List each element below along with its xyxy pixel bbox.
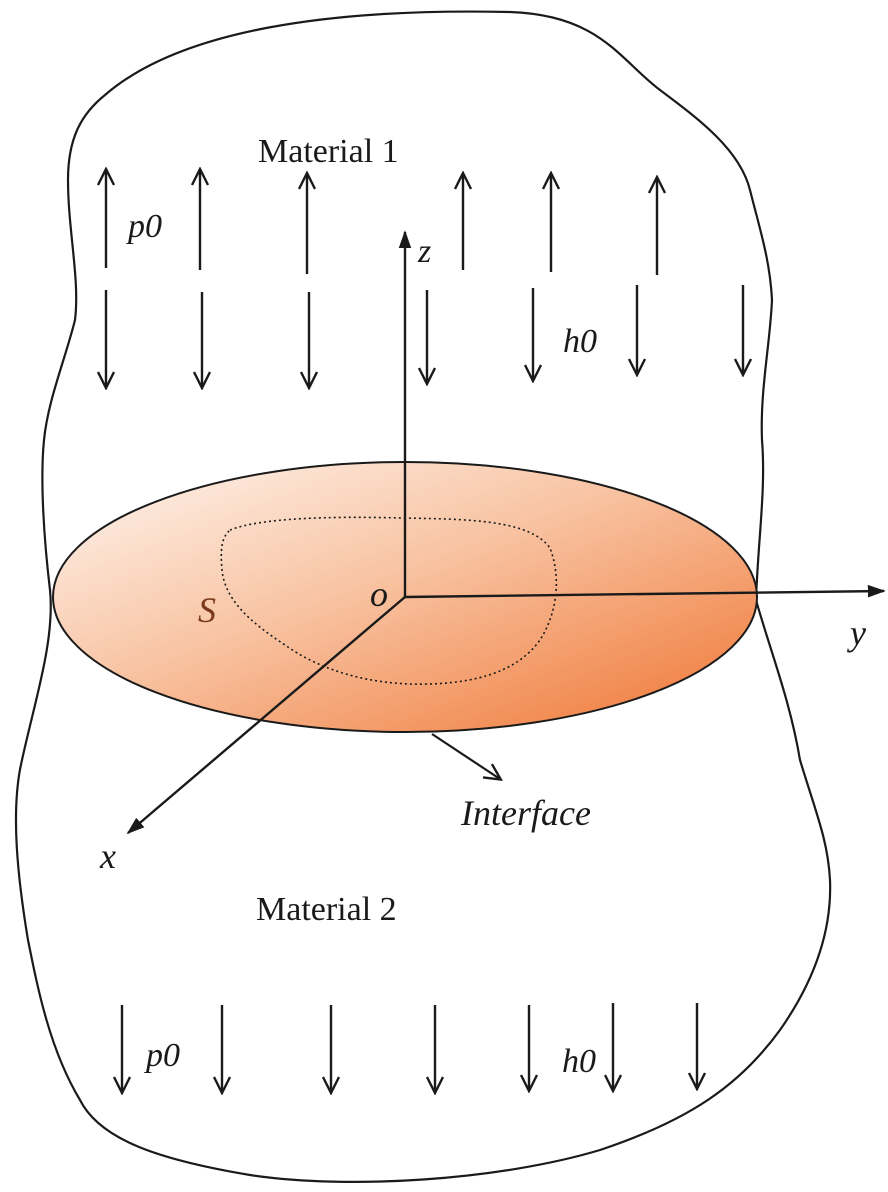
x-axis <box>126 596 406 835</box>
origin-label: o <box>370 574 388 614</box>
interface-pointer-arrow <box>431 733 500 779</box>
body-outline <box>14 10 832 1183</box>
p0-lower-label: p0 <box>144 1037 180 1074</box>
x-axis-label: x <box>99 836 116 876</box>
crack-region-s <box>220 516 558 685</box>
h0-lower-label: h0 <box>562 1043 596 1080</box>
interface-label: Interface <box>460 793 591 833</box>
material-2-label: Material 2 <box>256 891 397 928</box>
region-s-label: S <box>198 590 216 630</box>
material-1-label: Material 1 <box>258 133 399 170</box>
upper-h0-arrows <box>106 285 743 387</box>
upper-p0-arrows <box>106 170 657 275</box>
h0-upper-label: h0 <box>563 323 597 360</box>
y-axis-label: y <box>847 613 866 653</box>
p0-upper-label: p0 <box>126 208 162 245</box>
z-axis-label: z <box>417 233 431 270</box>
lower-arrows <box>122 1003 697 1092</box>
y-axis <box>404 584 886 599</box>
